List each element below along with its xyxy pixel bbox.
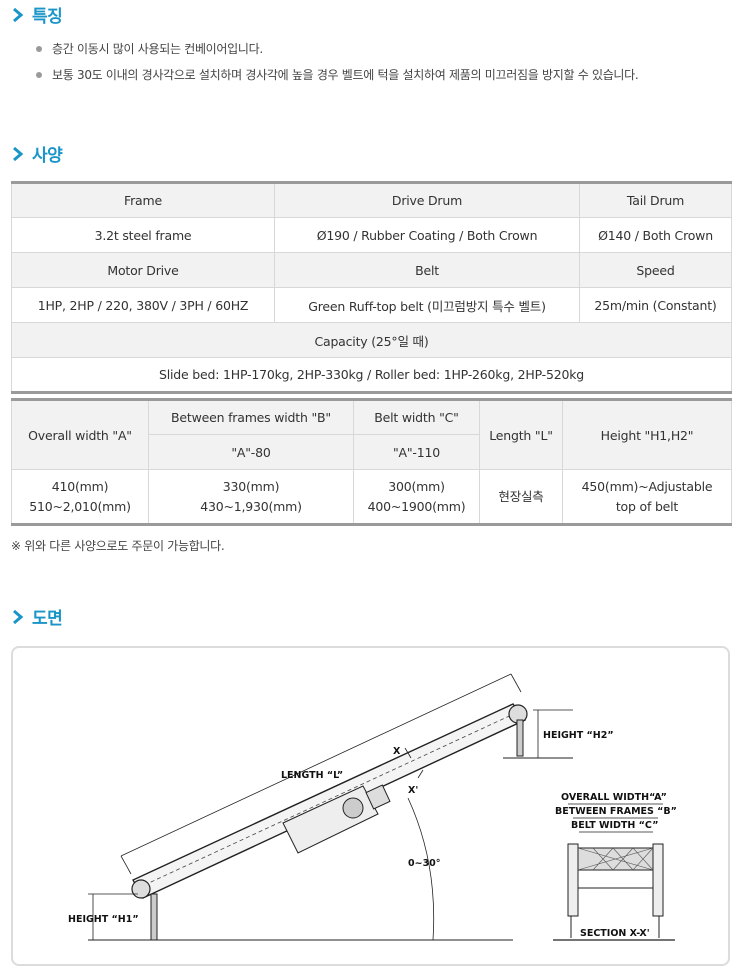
table-header-cell: Length "L"	[479, 399, 563, 470]
table-header-cell: Motor Drive	[11, 252, 275, 288]
table-cell: Green Ruff-top belt (미끄럼방지 특수 벨트)	[274, 287, 580, 323]
capacity-value: Slide bed: 1HP-170kg, 2HP-330kg / Roller…	[11, 357, 732, 393]
table-header-cell: Height "H1,H2"	[562, 399, 732, 470]
drawing-heading: 도면	[10, 604, 63, 629]
table-cell: 현장실측	[479, 469, 563, 525]
conveyor-drawing: HEIGHT “H1” HEIGHT “H2” LENGTH “L” X X' …	[68, 673, 677, 941]
height-h1-label: HEIGHT “H1”	[68, 914, 139, 925]
order-note: ※ 위와 다른 사양으로도 주문이 가능합니다.	[11, 539, 225, 553]
chevron-right-icon	[13, 609, 24, 624]
chevron-right-icon	[13, 7, 24, 22]
table-header-cell: Belt	[274, 252, 580, 288]
table-row: 1HP, 2HP / 220, 380V / 3PH / 60HZ Green …	[11, 287, 732, 323]
section-x-prime-label: X'	[408, 785, 418, 796]
features-heading: 특징	[10, 2, 63, 27]
table-row: 410(mm)510~2,010(mm) 330(mm)430~1,930(mm…	[11, 469, 732, 525]
table-header-cell: Overall width "A"	[11, 399, 149, 470]
section-label: SECTION X-X'	[580, 928, 650, 939]
belt-width-label: BELT WIDTH “C”	[571, 820, 658, 831]
table-row: Overall width "A" Between frames width "…	[11, 399, 732, 470]
features-list: 층간 이동시 많이 사용되는 컨베이어입니다. 보통 30도 이내의 경사각으로…	[34, 40, 639, 92]
length-label: LENGTH “L”	[281, 770, 343, 781]
table-header-cell: Tail Drum	[579, 182, 732, 218]
table-header-cell: Belt width "C"	[353, 399, 480, 435]
table-header-cell: Between frames width "B"	[148, 399, 354, 435]
height-h2-label: HEIGHT “H2”	[543, 730, 614, 741]
bullet-icon	[36, 46, 42, 52]
table-header-cell: Drive Drum	[274, 182, 580, 218]
between-frames-label: BETWEEN FRAMES “B”	[555, 806, 677, 817]
list-item: 층간 이동시 많이 사용되는 컨베이어입니다.	[34, 40, 638, 66]
table-cell: Ø190 / Rubber Coating / Both Crown	[274, 217, 580, 253]
table-cell: 25m/min (Constant)	[579, 287, 732, 323]
conveyor-body	[131, 703, 528, 899]
specs-heading: 사양	[10, 141, 63, 166]
table-row: Capacity (25°일 때)	[11, 322, 732, 358]
overall-width-label: OVERALL WIDTH“A”	[561, 792, 667, 803]
table-cell: 3.2t steel frame	[11, 217, 275, 253]
table-cell: 330(mm)430~1,930(mm)	[148, 469, 354, 525]
section-view: OVERALL WIDTH“A” BETWEEN FRAMES “B” BELT…	[553, 792, 677, 941]
table-row: Motor Drive Belt Speed	[11, 252, 732, 288]
angle-arc	[407, 797, 435, 941]
table-cell: Ø140 / Both Crown	[579, 217, 732, 253]
section-x-label: X	[393, 746, 401, 757]
capacity-header: Capacity (25°일 때)	[11, 322, 732, 358]
dimension-table: Overall width "A" Between frames width "…	[11, 398, 732, 526]
angle-label: 0~30°	[408, 858, 441, 869]
drawing-panel: HEIGHT “H1” HEIGHT “H2” LENGTH “L” X X' …	[11, 646, 730, 966]
table-row: "A"-80 "A"-110	[12, 434, 732, 470]
table-header-cell: "A"-110	[353, 434, 480, 470]
length-dimension-line	[120, 673, 512, 857]
drawing-title: 도면	[32, 609, 63, 629]
specs-title: 사양	[32, 146, 63, 166]
bullet-icon	[36, 72, 42, 78]
list-item: 보통 30도 이내의 경사각으로 설치하며 경사각에 높을 경우 벨트에 턱을 …	[34, 66, 639, 92]
spec-table: Frame Drive Drum Tail Drum 3.2t steel fr…	[11, 181, 732, 394]
table-cell: 410(mm)510~2,010(mm)	[11, 469, 149, 525]
table-row: 3.2t steel frame Ø190 / Rubber Coating /…	[11, 217, 732, 253]
table-cell: 1HP, 2HP / 220, 380V / 3PH / 60HZ	[11, 287, 275, 323]
table-header-cell: Speed	[579, 252, 732, 288]
chevron-right-icon	[13, 146, 24, 161]
features-title: 특징	[32, 7, 63, 27]
table-cell: 300(mm)400~1900(mm)	[353, 469, 480, 525]
table-header-cell: "A"-80	[148, 434, 354, 470]
conveyor-legs	[150, 719, 524, 941]
table-header-cell: Frame	[11, 182, 275, 218]
table-row: Slide bed: 1HP-170kg, 2HP-330kg / Roller…	[11, 357, 732, 393]
table-row: Frame Drive Drum Tail Drum	[11, 182, 732, 218]
